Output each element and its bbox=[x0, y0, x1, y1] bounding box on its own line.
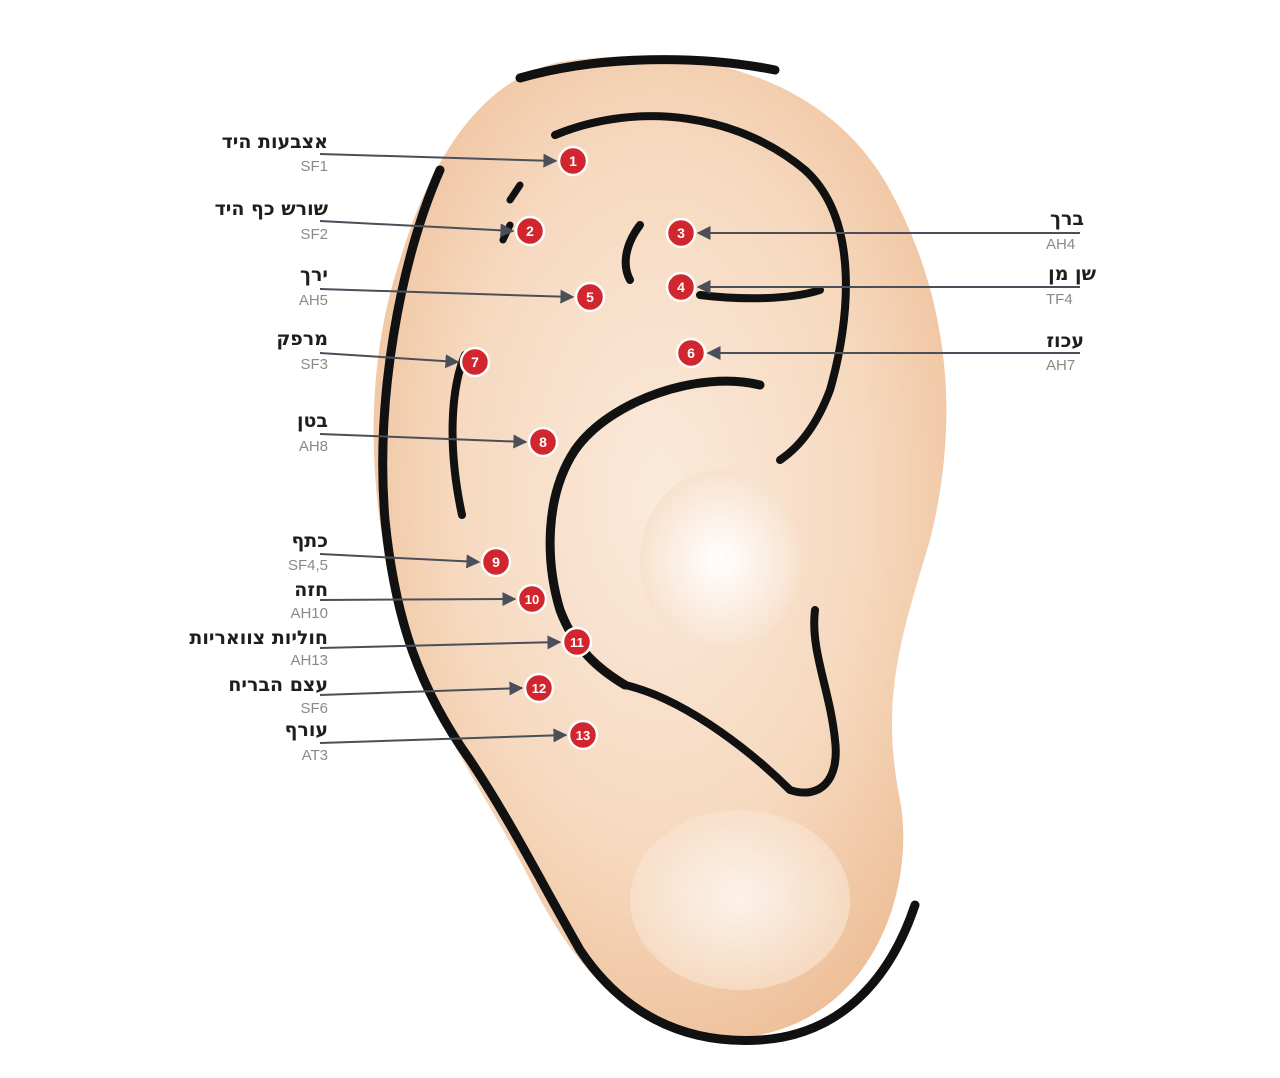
marker-13: 13 bbox=[567, 719, 599, 751]
marker-number-7: 7 bbox=[471, 354, 479, 370]
leader-line-10 bbox=[319, 592, 517, 607]
ear-outer-rim bbox=[378, 55, 920, 1045]
marker-circle-2 bbox=[514, 215, 546, 247]
code-1: SF1 bbox=[300, 158, 328, 175]
label-7: מרפק bbox=[276, 328, 328, 350]
marker-number-6: 6 bbox=[687, 345, 695, 361]
helix-fold bbox=[551, 112, 850, 464]
marker-circle-13 bbox=[567, 719, 599, 751]
marker-number-3: 3 bbox=[677, 225, 685, 241]
leader-line-11 bbox=[319, 635, 562, 650]
marker-number-2: 2 bbox=[526, 223, 534, 239]
marker-circle-8 bbox=[527, 426, 559, 458]
label-6: עכוז bbox=[1046, 330, 1084, 352]
leader-line-7 bbox=[319, 352, 460, 369]
label-4: שן מן bbox=[1048, 263, 1096, 285]
marker-7: 7 bbox=[459, 346, 491, 378]
marker-number-10: 10 bbox=[525, 592, 539, 607]
label-1: אצבעות היד bbox=[221, 131, 328, 153]
marker-number-12: 12 bbox=[532, 681, 546, 696]
leader-line-2 bbox=[319, 220, 515, 238]
label-10: חזה bbox=[294, 579, 328, 601]
marker-9: 9 bbox=[480, 546, 512, 578]
code-5: AH5 bbox=[298, 292, 328, 309]
concha-highlight bbox=[640, 470, 800, 650]
code-12: SF6 bbox=[300, 700, 328, 717]
code-2: SF2 bbox=[300, 226, 328, 243]
code-13: AT3 bbox=[301, 747, 328, 764]
marker-4: 4 bbox=[665, 271, 697, 303]
marker-circle-3 bbox=[665, 217, 697, 249]
marker-number-13: 13 bbox=[576, 728, 590, 743]
label-3: ברך bbox=[1049, 208, 1084, 230]
marker-circle-12 bbox=[523, 672, 555, 704]
code-3: AH4 bbox=[1046, 236, 1076, 253]
marker-circle-10 bbox=[516, 583, 548, 615]
label-5: ירך bbox=[299, 264, 328, 286]
antihelix-line bbox=[448, 351, 469, 519]
crus-line bbox=[696, 286, 824, 303]
label-8: בטן bbox=[296, 410, 328, 432]
marker-number-11: 11 bbox=[570, 635, 584, 650]
leader-line-8 bbox=[319, 433, 528, 449]
code-6: AH7 bbox=[1046, 357, 1076, 374]
marker-circle-5 bbox=[574, 281, 606, 313]
label-2: שורש כף היד bbox=[214, 198, 328, 220]
marker-circle-9 bbox=[480, 546, 512, 578]
marker-6: 6 bbox=[675, 337, 707, 369]
leader-lines bbox=[319, 153, 1080, 744]
code-8: AH8 bbox=[298, 438, 328, 455]
label-12: עצם הבריח bbox=[228, 674, 328, 696]
lobe-highlight bbox=[630, 810, 850, 990]
code-9: SF4,5 bbox=[287, 557, 328, 574]
marker-11: 11 bbox=[561, 626, 593, 658]
marker-8: 8 bbox=[527, 426, 559, 458]
marker-2: 2 bbox=[514, 215, 546, 247]
leader-line-5 bbox=[319, 288, 575, 304]
marker-circle-7 bbox=[459, 346, 491, 378]
leader-line-13 bbox=[319, 728, 568, 744]
code-10: AH10 bbox=[290, 605, 328, 622]
marker-number-1: 1 bbox=[569, 153, 577, 169]
code-4: TF4 bbox=[1046, 291, 1073, 308]
leader-line-9 bbox=[319, 553, 481, 569]
code-11: AH13 bbox=[290, 652, 328, 669]
marker-3: 3 bbox=[665, 217, 697, 249]
label-9: כתף bbox=[291, 530, 328, 552]
marker-5: 5 bbox=[574, 281, 606, 313]
leader-line-12 bbox=[319, 681, 524, 696]
tragus-line bbox=[621, 606, 840, 797]
code-7: SF3 bbox=[300, 356, 328, 373]
label-11: חוליות צוואריות bbox=[189, 627, 328, 649]
marker-number-4: 4 bbox=[677, 279, 685, 295]
marker-circle-4 bbox=[665, 271, 697, 303]
label-13: עורף bbox=[284, 719, 328, 741]
ear-illustration bbox=[373, 55, 947, 1045]
marker-circle-6 bbox=[675, 337, 707, 369]
marker-number-8: 8 bbox=[539, 434, 547, 450]
fossa-line bbox=[621, 221, 644, 284]
marker-number-9: 9 bbox=[492, 554, 500, 570]
marker-1: 1 bbox=[557, 145, 589, 177]
marker-number-5: 5 bbox=[586, 289, 594, 305]
marker-12: 12 bbox=[523, 672, 555, 704]
leader-line-1 bbox=[319, 153, 558, 168]
marker-10: 10 bbox=[516, 583, 548, 615]
marker-circle-11 bbox=[561, 626, 593, 658]
marker-circle-1 bbox=[557, 145, 589, 177]
